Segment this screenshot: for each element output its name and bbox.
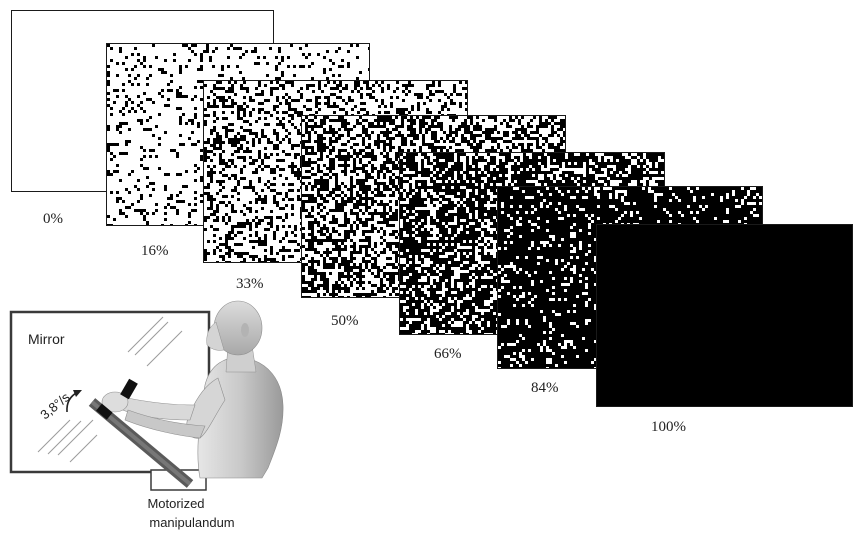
noise-label-50: 50%	[331, 313, 359, 329]
noise-texture	[597, 225, 852, 406]
device-label-line1: Motorized	[147, 496, 204, 511]
noise-label-66: 66%	[434, 346, 462, 362]
noise-label-33: 33%	[236, 276, 264, 292]
noise-panel-100	[596, 224, 853, 407]
noise-fill	[597, 225, 852, 406]
mirror-label: Mirror	[28, 331, 65, 347]
mirror-reflection-lines	[37, 316, 183, 463]
apparatus-illustration: Mirror 3,8°/s Motorized manipulandum	[0, 290, 300, 534]
noise-texture	[107, 44, 369, 225]
noise-label-16: 16%	[141, 243, 169, 259]
device-label-line2: manipulandum	[149, 515, 234, 530]
noise-label-0: 0%	[43, 211, 63, 227]
noise-label-100: 100%	[651, 419, 686, 435]
manipulandum-handle	[120, 378, 138, 400]
noise-label-84: 84%	[531, 380, 559, 396]
noise-dots	[107, 44, 369, 225]
